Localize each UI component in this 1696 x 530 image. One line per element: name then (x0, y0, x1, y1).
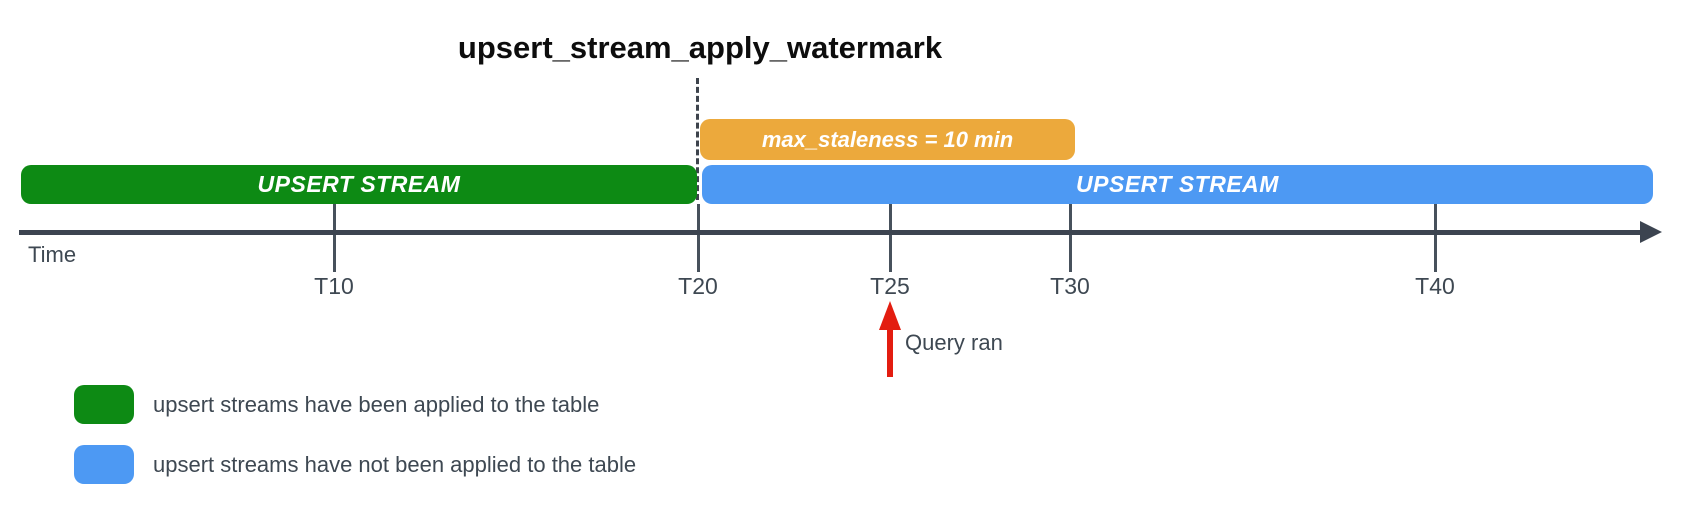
unapplied-upsert-stream-bar: UPSERT STREAM (702, 165, 1653, 204)
arrow-shaft (887, 330, 893, 377)
time-axis-arrowhead-icon (1640, 221, 1662, 243)
max-staleness-bar: max_staleness = 10 min (700, 119, 1075, 160)
applied-upsert-stream-bar-label: UPSERT STREAM (257, 171, 461, 197)
legend-item-not-applied: upsert streams have not been applied to … (74, 445, 636, 484)
legend-label-applied: upsert streams have been applied to the … (153, 391, 600, 417)
max-staleness-bar-label: max_staleness = 10 min (761, 126, 1014, 152)
tick-mark (332, 204, 336, 272)
tick-mark (696, 204, 700, 272)
watermark-dotted-line (696, 78, 699, 200)
tick-mark (1433, 204, 1437, 272)
applied-upsert-stream-bar: UPSERT STREAM (21, 165, 697, 204)
tick-label: T20 (678, 273, 718, 299)
legend-item-applied: upsert streams have been applied to the … (74, 385, 599, 424)
legend-swatch-not-applied (74, 445, 134, 484)
time-axis-line (19, 230, 1647, 235)
query-ran-label: Query ran (905, 330, 1003, 355)
legend-label-not-applied: upsert streams have not been applied to … (153, 451, 637, 477)
tick-label: T25 (870, 273, 910, 299)
legend-swatch-applied (74, 385, 134, 424)
query-ran-arrow-icon (879, 301, 901, 377)
arrow-head (879, 301, 901, 330)
tick-label: T10 (314, 273, 354, 299)
tick-mark (1068, 204, 1072, 272)
tick-label: T40 (1415, 273, 1455, 299)
tick-mark (888, 204, 892, 272)
unapplied-upsert-stream-bar-label: UPSERT STREAM (1076, 171, 1279, 197)
diagram-title: upsert_stream_apply_watermark (457, 30, 943, 65)
tick-label: T30 (1050, 273, 1090, 299)
time-axis-label: Time (28, 242, 77, 267)
